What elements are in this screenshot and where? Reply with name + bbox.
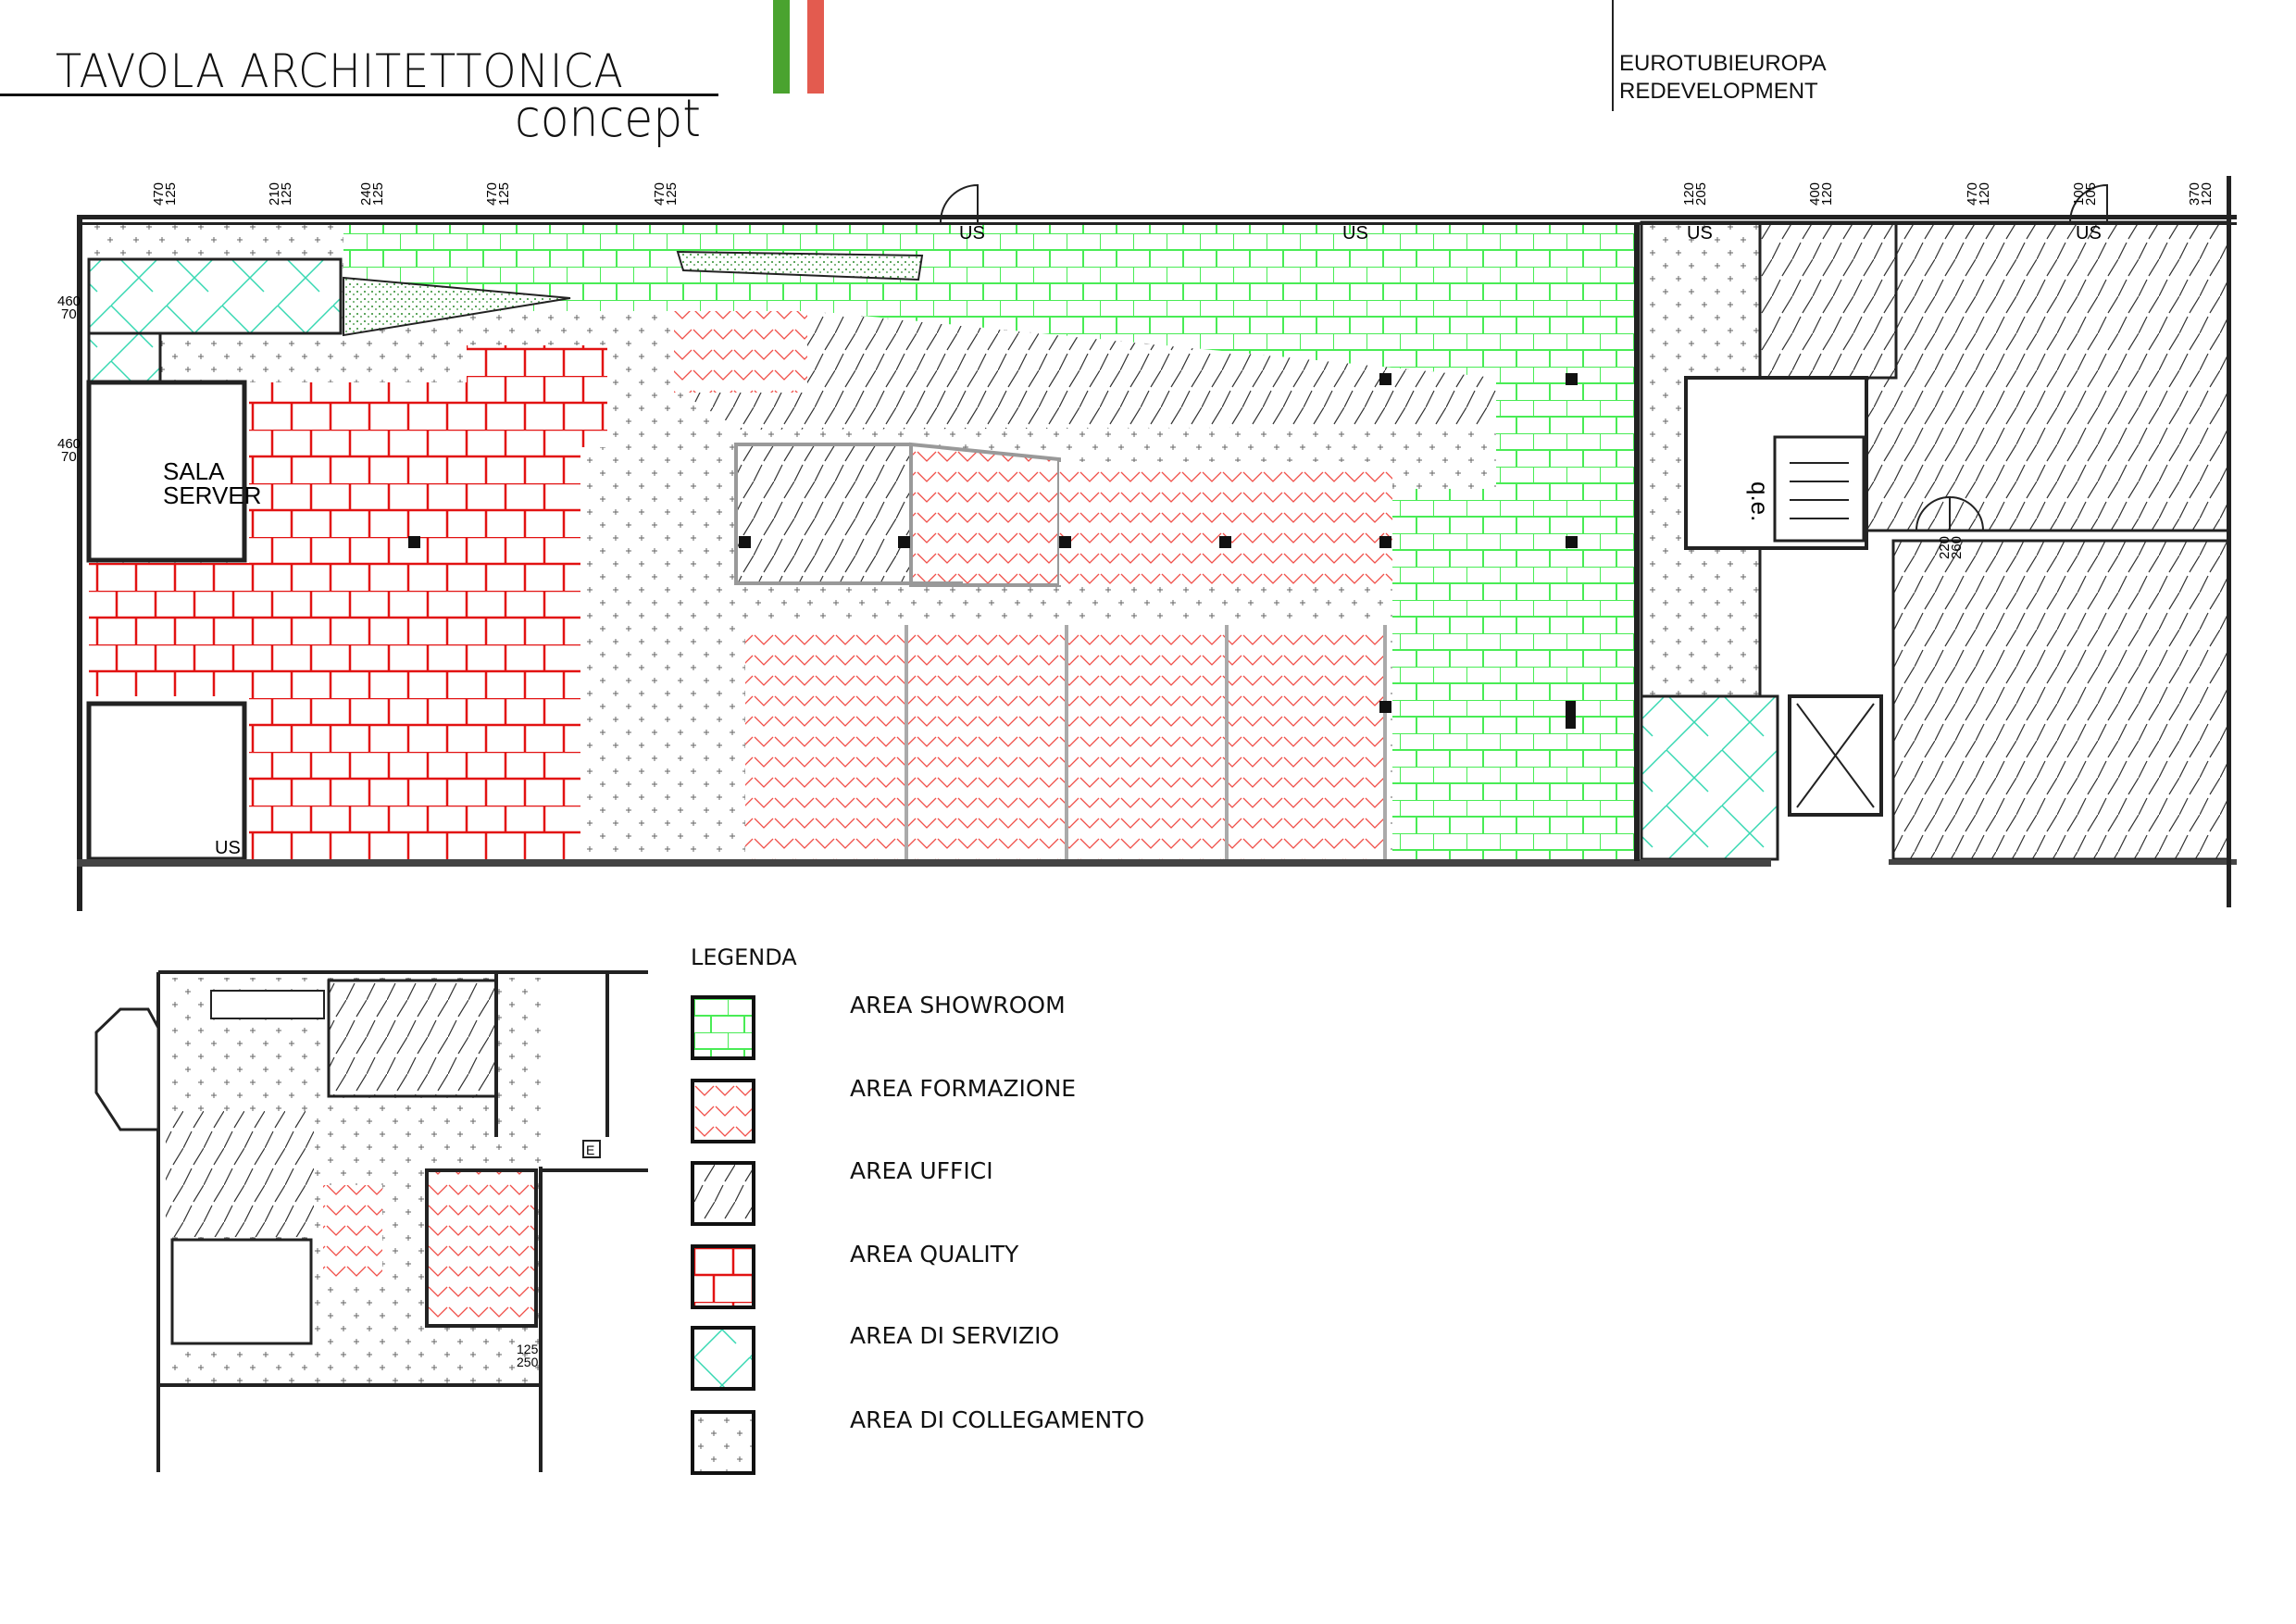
storage-room: [86, 701, 247, 862]
area-uffici-diagonal: [674, 311, 1496, 430]
client-block: EUROTUBIEUROPA REDEVELOPMENT: [1619, 50, 1827, 106]
legend-item-uffici: AREA UFFICI: [691, 1157, 993, 1230]
legend-label: AREA DI COLLEGAMENTO: [850, 1406, 1145, 1433]
legend-label: AREA SHOWROOM: [850, 992, 1066, 1018]
structural-pillars: [408, 373, 1578, 729]
legend-label: AREA QUALITY: [850, 1241, 1019, 1268]
us-label: US: [1687, 223, 1713, 244]
legend-label: AREA UFFICI: [850, 1157, 993, 1184]
dimension-top: 240: [358, 182, 374, 206]
legend-item-servizio: AREA DI SERVIZIO: [691, 1322, 1059, 1394]
dimension-top: 470: [151, 182, 167, 206]
entrance-bay: [94, 1007, 160, 1131]
us-label: US: [215, 838, 241, 858]
dimension-top: 120: [1681, 182, 1697, 206]
dimension-top: 370: [2187, 182, 2202, 206]
dimension-bottom: 205: [1693, 182, 1709, 206]
page-title: TAVOLA ARCHITETTONICA: [56, 44, 624, 98]
legend-label: AREA DI SERVIZIO: [850, 1322, 1060, 1349]
dimension-top: 400: [1807, 182, 1823, 206]
swatch-cross-pattern-icon: [691, 1410, 755, 1475]
toilet-block: [170, 1238, 313, 1345]
flag-red-bar: [807, 0, 824, 94]
legend-item-formazione: AREA FORMAZIONE: [691, 1075, 1076, 1147]
dimension-bottom: 120: [1977, 182, 1992, 206]
legend-item-quality: AREA QUALITY: [691, 1241, 1019, 1313]
west-wall: [77, 215, 82, 911]
dimension-side-top: 460: [57, 436, 81, 452]
area-formazione-upper-a: [909, 442, 1061, 587]
us-label: US: [1342, 223, 1368, 244]
dimension-top: 470: [652, 182, 668, 206]
legend-item-showroom: AREA SHOWROOM: [691, 992, 1066, 1064]
area-formazione-rooms: [745, 625, 1387, 859]
dimension-bottom: 120: [1819, 182, 1835, 206]
dimension-bottom: 125: [664, 182, 680, 206]
stairs-small: [210, 990, 325, 1019]
room-label-sala: SALA: [163, 457, 225, 485]
qe-label: q.e.: [1746, 481, 1774, 521]
dimension-bottom: 205: [2083, 182, 2099, 206]
dimension-top: 220: [1937, 536, 1953, 559]
sala-server-room: [86, 380, 247, 563]
legend-title: LEGENDA: [691, 944, 797, 970]
north-wall: [77, 215, 2237, 219]
dimension-bottom: 120: [2199, 182, 2215, 206]
dimension-top: 470: [1965, 182, 1980, 206]
dimension-top: 210: [267, 182, 282, 206]
page-subtitle: concept: [515, 89, 701, 149]
area-uffici-center: [736, 444, 911, 585]
door-north: [940, 183, 979, 223]
swatch-cyan-herringbone-icon: [691, 1326, 755, 1391]
client-name: EUROTUBIEUROPA: [1619, 51, 1827, 76]
swatch-red-chevron-icon: [691, 1079, 755, 1143]
secondary-floor-plan: E 125 250: [94, 970, 648, 1472]
east-wall: [2227, 176, 2231, 907]
double-door: [1915, 495, 1984, 531]
dimension-side-bottom: 70: [61, 449, 77, 465]
header-divider: [1612, 0, 1614, 111]
area-showroom: [343, 222, 1637, 859]
dimension-top: 125: [517, 1342, 539, 1356]
swatch-green-brick-icon: [691, 995, 755, 1060]
legend-item-collegamento: AREA DI COLLEGAMENTO: [691, 1406, 1144, 1479]
dimension-top: 100: [2071, 182, 2087, 206]
area-uffici-east: [1758, 220, 2231, 861]
dimension-side-top: 460: [57, 294, 81, 309]
small-plan-marker: E: [586, 1143, 594, 1157]
flag-green-bar: [773, 0, 790, 94]
area-uffici-small-b: [166, 1111, 314, 1237]
dimension-bottom: 125: [279, 182, 294, 206]
area-uffici-small-a: [327, 979, 498, 1098]
area-formazione-small-a: [323, 1185, 382, 1286]
swatch-red-brick-icon: [691, 1244, 755, 1309]
legend-label: AREA FORMAZIONE: [850, 1075, 1077, 1102]
us-label: US: [959, 223, 985, 244]
stairs: [1773, 435, 1866, 543]
area-formazione-upper-b: [1059, 462, 1392, 585]
area-formazione-small-b: [425, 1168, 538, 1328]
elevator: [1788, 694, 1883, 817]
dimension-bottom: 260: [1949, 536, 1965, 559]
area-formazione-small: [674, 311, 807, 393]
dimension-bottom: 250: [517, 1355, 539, 1369]
dimension-bottom: 125: [163, 182, 179, 206]
project-name: REDEVELOPMENT: [1619, 79, 1818, 104]
area-quality: [89, 345, 607, 859]
dimension-bottom: 125: [370, 182, 386, 206]
planter-strip: [676, 250, 924, 281]
room-label-server: SERVER: [163, 481, 261, 509]
us-label: US: [2076, 223, 2102, 244]
planter-wedge: [343, 276, 571, 337]
main-floor-plan: q.e. SALA SERVER US US US U: [57, 176, 2237, 911]
dimension-top: 470: [484, 182, 500, 206]
us-labels: US US US US US: [215, 223, 2102, 858]
south-wall: [77, 859, 1771, 867]
dimension-side-bottom: 70: [61, 306, 77, 322]
dimension-bottom: 125: [496, 182, 512, 206]
swatch-diagonal-hatch-icon: [691, 1161, 755, 1226]
title-underline: [0, 94, 718, 96]
